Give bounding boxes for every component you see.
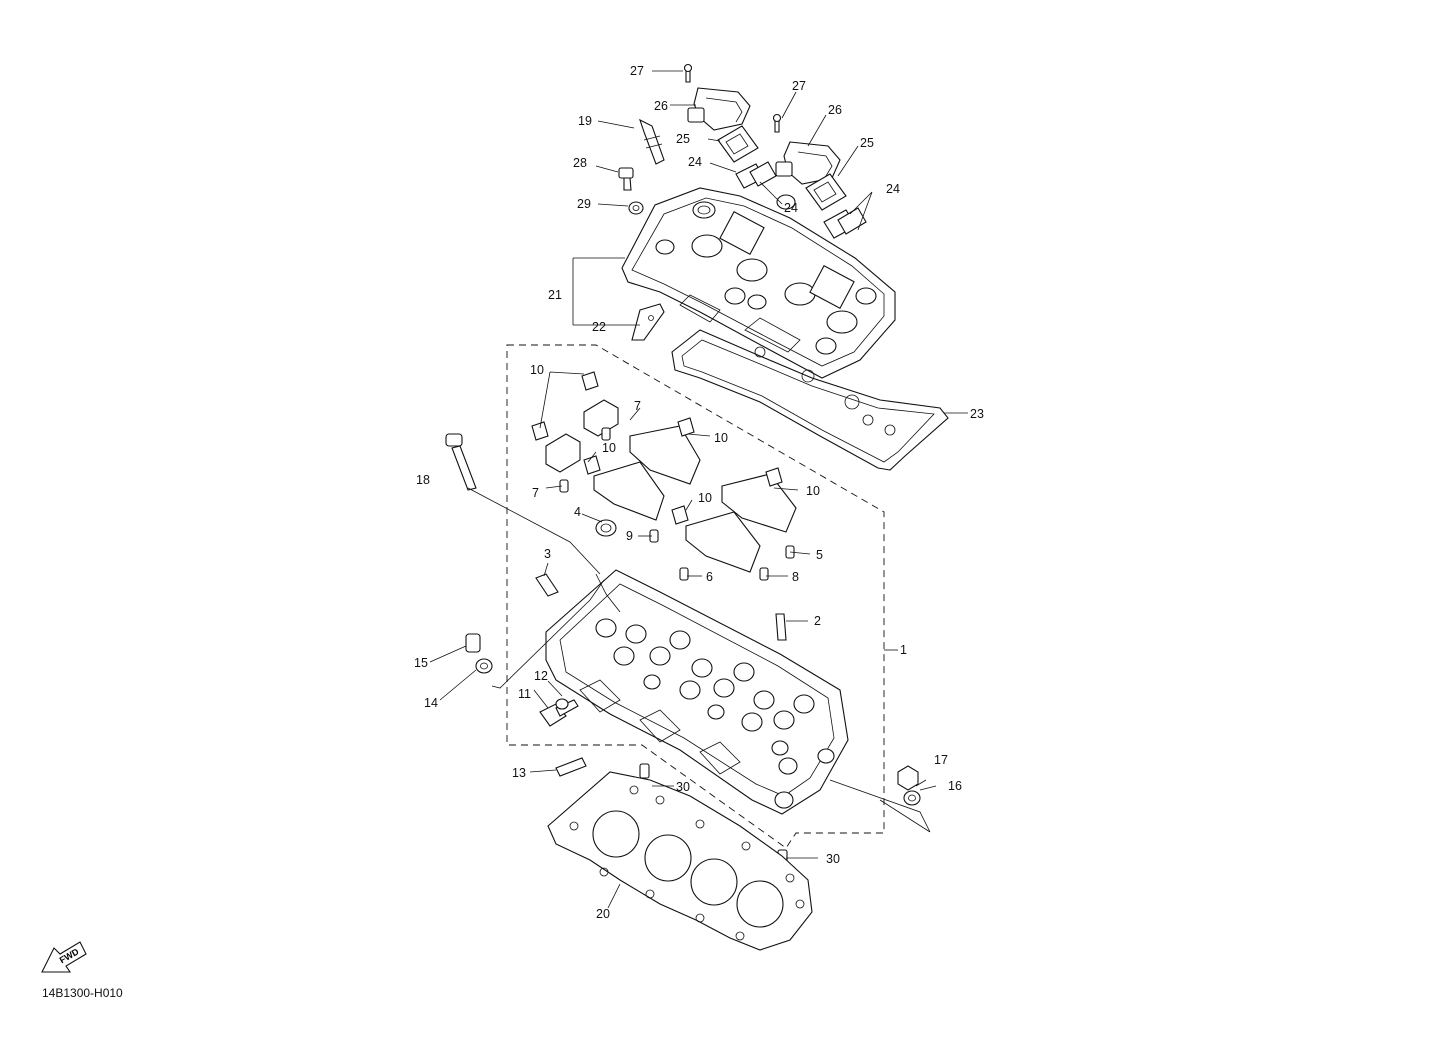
callout-24a: 24 [688,155,702,169]
washer-14 [475,658,493,674]
cylinder-head-gasket [547,771,813,951]
callout-20: 20 [596,907,610,921]
callout-30b: 30 [826,852,840,866]
cylinder-head [545,569,849,815]
callout-29: 29 [577,197,591,211]
callout-10e: 10 [698,491,712,505]
callout-4: 4 [574,505,581,519]
stud-13 [555,757,587,777]
cover-washer [628,201,644,215]
callout-24c: 24 [886,182,900,196]
stud-bolt-3 [535,573,559,597]
callout-25a: 25 [676,132,690,146]
callout-27a: 27 [630,64,644,78]
callout-21: 21 [548,288,562,302]
callout-7b: 7 [532,486,539,500]
spark-plug [639,118,665,165]
camshaft-cap-small-2 [531,421,581,473]
callout-10c: 10 [602,441,616,455]
callout-23: 23 [970,407,984,421]
diagram-code: 14B1300-H010 [42,986,123,1000]
callout-18: 18 [416,473,430,487]
callout-11: 11 [518,687,531,701]
cylinder-head-cover [621,187,896,379]
bolt-15 [465,633,481,653]
callout-26b: 26 [828,103,842,117]
callout-labels: 1 2 3 4 5 6 7 7 8 9 10 10 10 10 10 10 11… [414,64,984,921]
callout-16: 16 [948,779,962,793]
callout-25b: 25 [860,136,874,150]
callout-7a: 7 [634,399,641,413]
callout-10d: 10 [806,484,820,498]
grommet-set-left [735,161,777,189]
callout-27b: 27 [792,79,806,93]
callout-5: 5 [816,548,823,562]
camshaft-cap-1 [629,417,701,485]
gasket-12 [555,698,569,710]
callout-15: 15 [414,656,428,670]
callout-13: 13 [512,766,526,780]
callout-2: 2 [814,614,821,628]
coil-plate-right [805,173,847,211]
callout-26a: 26 [654,99,668,113]
callout-28: 28 [573,156,587,170]
cover-gasket [671,329,949,471]
callout-6: 6 [706,570,713,584]
dowel-30-upper [639,763,650,779]
callout-14: 14 [424,696,438,710]
ignition-coil-left [683,63,751,131]
forward-arrow-icon: FWD [41,941,87,973]
callout-30a: 30 [676,780,690,794]
nut-17 [897,765,919,791]
bracket [631,303,665,341]
camshaft-cap-small-1 [581,371,619,437]
coil-plate-left [717,125,759,163]
callout-1: 1 [900,643,907,657]
grommet-set-right [823,207,867,239]
callout-12: 12 [534,669,548,683]
camshaft-cap-4 [671,505,761,573]
callout-8: 8 [792,570,799,584]
callout-22: 22 [592,320,606,334]
cylinder-head-assembly-outline [506,344,898,849]
callout-10b: 10 [714,431,728,445]
oil-seal [595,519,617,537]
callout-17: 17 [934,753,948,767]
callout-24b: 24 [784,201,798,215]
leader-lines [429,70,968,909]
head-bolt [445,433,477,491]
dowel-pins [559,427,795,581]
callout-19: 19 [578,114,592,128]
callout-10a: 10 [530,363,544,377]
washer-16 [903,790,921,806]
callout-3: 3 [544,547,551,561]
stud-bolt-2 [775,613,787,641]
callout-9: 9 [626,529,633,543]
cover-bolt [618,167,634,191]
